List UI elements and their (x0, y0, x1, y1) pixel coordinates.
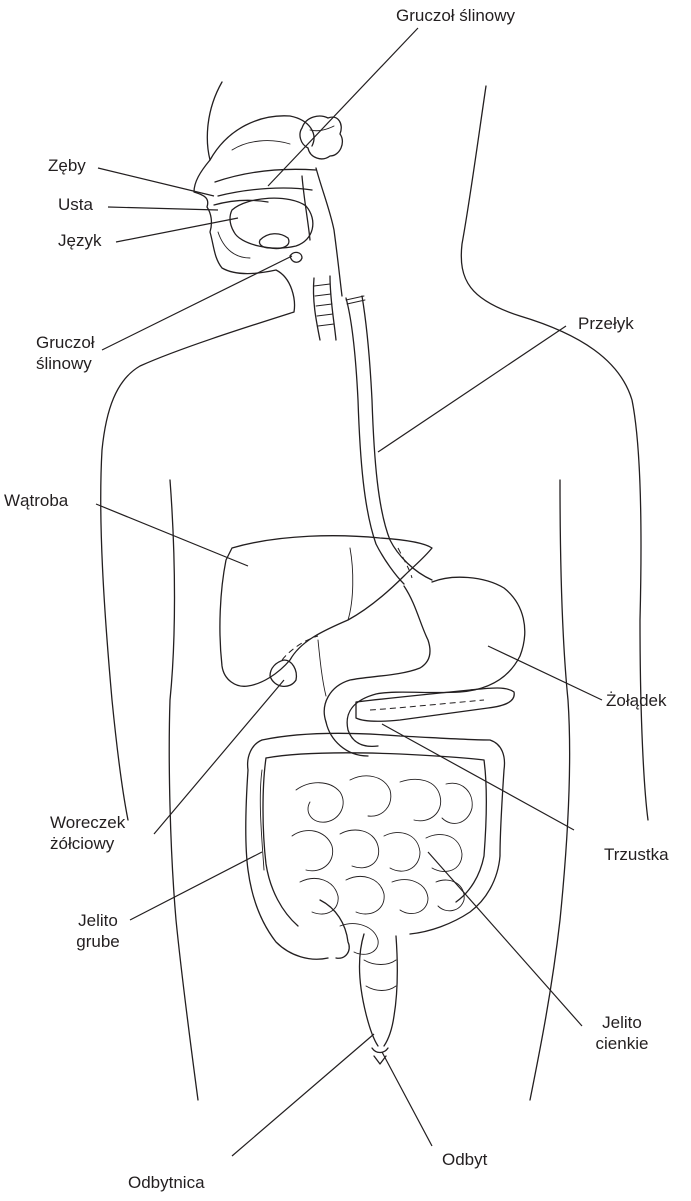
label-large-intestine-line2: grube (68, 931, 128, 952)
label-small-intestine: Jelito cienkie (590, 1012, 654, 1054)
large-intestine-shape (246, 733, 505, 959)
label-mouth: Usta (58, 194, 93, 215)
label-large-intestine-line1: Jelito (68, 910, 128, 931)
label-gallbladder-line1: Woreczek (50, 812, 125, 833)
label-small-intestine-line1: Jelito (590, 1012, 654, 1033)
label-salivary-gland-left: Gruczoł ślinowy (36, 332, 95, 374)
label-small-intestine-line2: cienkie (590, 1033, 654, 1054)
label-salivary-gland-left-line2: ślinowy (36, 353, 95, 374)
label-rectum: Odbytnica (128, 1172, 205, 1193)
label-liver: Wątroba (4, 490, 68, 511)
liver-shape (220, 536, 432, 687)
stomach-shape (324, 577, 524, 756)
label-tongue: Język (58, 230, 101, 251)
label-gallbladder-line2: żółciowy (50, 833, 125, 854)
label-anus: Odbyt (442, 1149, 487, 1170)
leader-lines (96, 28, 602, 1156)
head-structures (210, 116, 342, 296)
esophagus-tube (346, 296, 432, 584)
label-stomach: Żołądek (606, 690, 666, 711)
label-salivary-gland-left-line1: Gruczoł (36, 332, 95, 353)
label-large-intestine: Jelito grube (68, 910, 128, 952)
rectum-shape (360, 934, 398, 1064)
label-gallbladder: Woreczek żółciowy (50, 812, 125, 854)
small-intestine-coils (292, 776, 472, 954)
label-esophagus: Przełyk (578, 313, 634, 334)
label-salivary-gland-top: Gruczoł ślinowy (396, 5, 515, 26)
label-teeth: Zęby (48, 155, 86, 176)
trachea (313, 276, 336, 340)
label-pancreas: Trzustka (604, 844, 669, 865)
body-outline (101, 82, 648, 1100)
